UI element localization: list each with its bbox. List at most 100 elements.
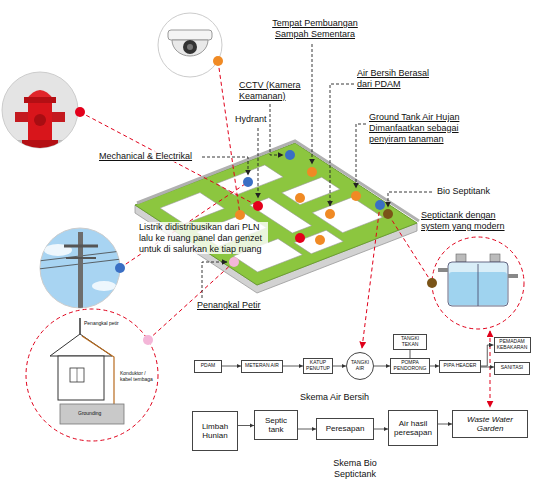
site-dot [295,193,305,203]
callout-label: CCTV (Kamera Keamanan) [238,80,306,102]
cloud [92,281,116,291]
site-dot [229,257,239,267]
callout-dot [143,335,153,345]
box-text: PDAM [201,363,215,369]
callout-arrow [388,192,432,207]
site-dot [375,200,385,210]
box-text: Limbah Hunian [197,422,233,440]
site-dot [253,201,263,211]
building [217,165,283,196]
process-box: Waste Water Garden [452,410,528,438]
leader-line [218,61,240,215]
hydrant-base [22,140,58,148]
hydrant-ring [24,97,56,103]
flow-arrow [481,367,494,368]
process-box: METERAN AIR [241,360,283,373]
process-box: PIPA HEADER [439,360,481,373]
pole-symbol [30,232,130,312]
detail-circle [432,237,524,329]
figure-label: Konduktor / kabel tembaga [120,370,154,382]
box-text: Peresapan [326,424,365,433]
process-box: Peresapan [316,418,374,440]
callout-label: Tempat Pembuangan Sampah Sementara [268,18,362,40]
tank-lid [490,254,500,262]
site-dot [325,209,335,219]
callout-arrow [312,44,313,164]
figure-label: Penangkal petir [84,320,119,326]
house-wall [58,356,104,400]
tank-lid [456,254,466,262]
flow-arrow [298,429,316,430]
box-text: Septic tank [259,416,293,434]
process-box: Air hasil peresapan [388,410,438,446]
hydrant-body [28,100,52,144]
callout-arrow [356,124,366,188]
flow-arrow [283,366,303,367]
callout-dots [75,56,437,345]
platform-top [135,143,417,285]
site-dot [235,210,245,220]
leader-arrow [490,331,491,407]
hydrant-outlet [34,114,46,126]
site-dot [351,191,361,201]
process-box: KATUP PENUTUP [303,358,333,374]
cctv-dome [172,40,208,56]
hydrant-nozzle [15,112,28,122]
cctv-lens [187,44,193,50]
callout-label: Hydrant [234,114,268,125]
process-box: Limbah Hunian [192,411,238,451]
site-dot [243,177,253,187]
building [282,177,340,205]
callout-label: Mechanical & Electrikal [98,151,193,162]
hydrant-symbol [2,90,78,150]
callout-arrow [330,84,354,206]
cctv-lens [183,40,197,54]
copper-conductor [82,336,114,406]
tank-divider [478,264,479,306]
crossarm [66,257,96,259]
box-text: PEMADAM KEBAKARAN [497,339,528,351]
scheme-title: Skema Bio Septictank [325,458,385,480]
box-text: TANGKI AIR [349,360,371,372]
callout-arrow [202,157,248,175]
callout-label: Ground Tank Air Hujan Dimanfaatkan sebag… [368,112,470,144]
house-window [70,368,84,382]
pole [78,232,83,312]
box-text: METERAN AIR [245,363,279,369]
site-dot [285,150,295,160]
leader-arrow [362,205,380,348]
building [294,230,343,254]
grounding-block [60,404,124,424]
process-box: Septic tank [254,410,298,440]
house-roof [50,334,112,356]
cctv-base [168,30,212,40]
hydrant-nozzle [52,112,65,122]
callout-arrow [258,128,259,198]
box-text: POMPA PENDORONG [393,360,427,372]
process-box: TANGKI TEKAN [393,334,427,350]
callout-arrow [202,262,227,298]
tank-circle: TANGKI AIR [346,352,374,380]
process-box: POMPA PENDORONG [390,358,430,374]
site-dot [383,209,393,219]
flow-arrow [430,366,439,367]
box-text: PIPA HEADER [444,363,477,369]
callout-label: Penangkal Petir [196,300,262,311]
callout-label: Septictank dengan system yang modern [420,210,512,232]
callout-label: Listrik didistribusikan dari PLN lalu ke… [138,222,268,254]
callout-dot [213,56,223,66]
process-box: PDAM [194,360,222,373]
flow-arrow [481,345,494,366]
flow-arrow [222,366,241,367]
callout-dot [427,278,437,288]
detail-circle [26,309,158,441]
process-box: SANITASI [494,362,530,375]
building-blocks [158,156,392,274]
process-box: PEMADAM KEBAKARAN [494,337,531,353]
inlet-pipe [438,268,448,272]
flow-arrow [238,425,254,426]
figure-label: Grounding [78,410,101,416]
flow-arrow [410,350,411,358]
box-text: Air hasil peresapan [393,419,433,437]
